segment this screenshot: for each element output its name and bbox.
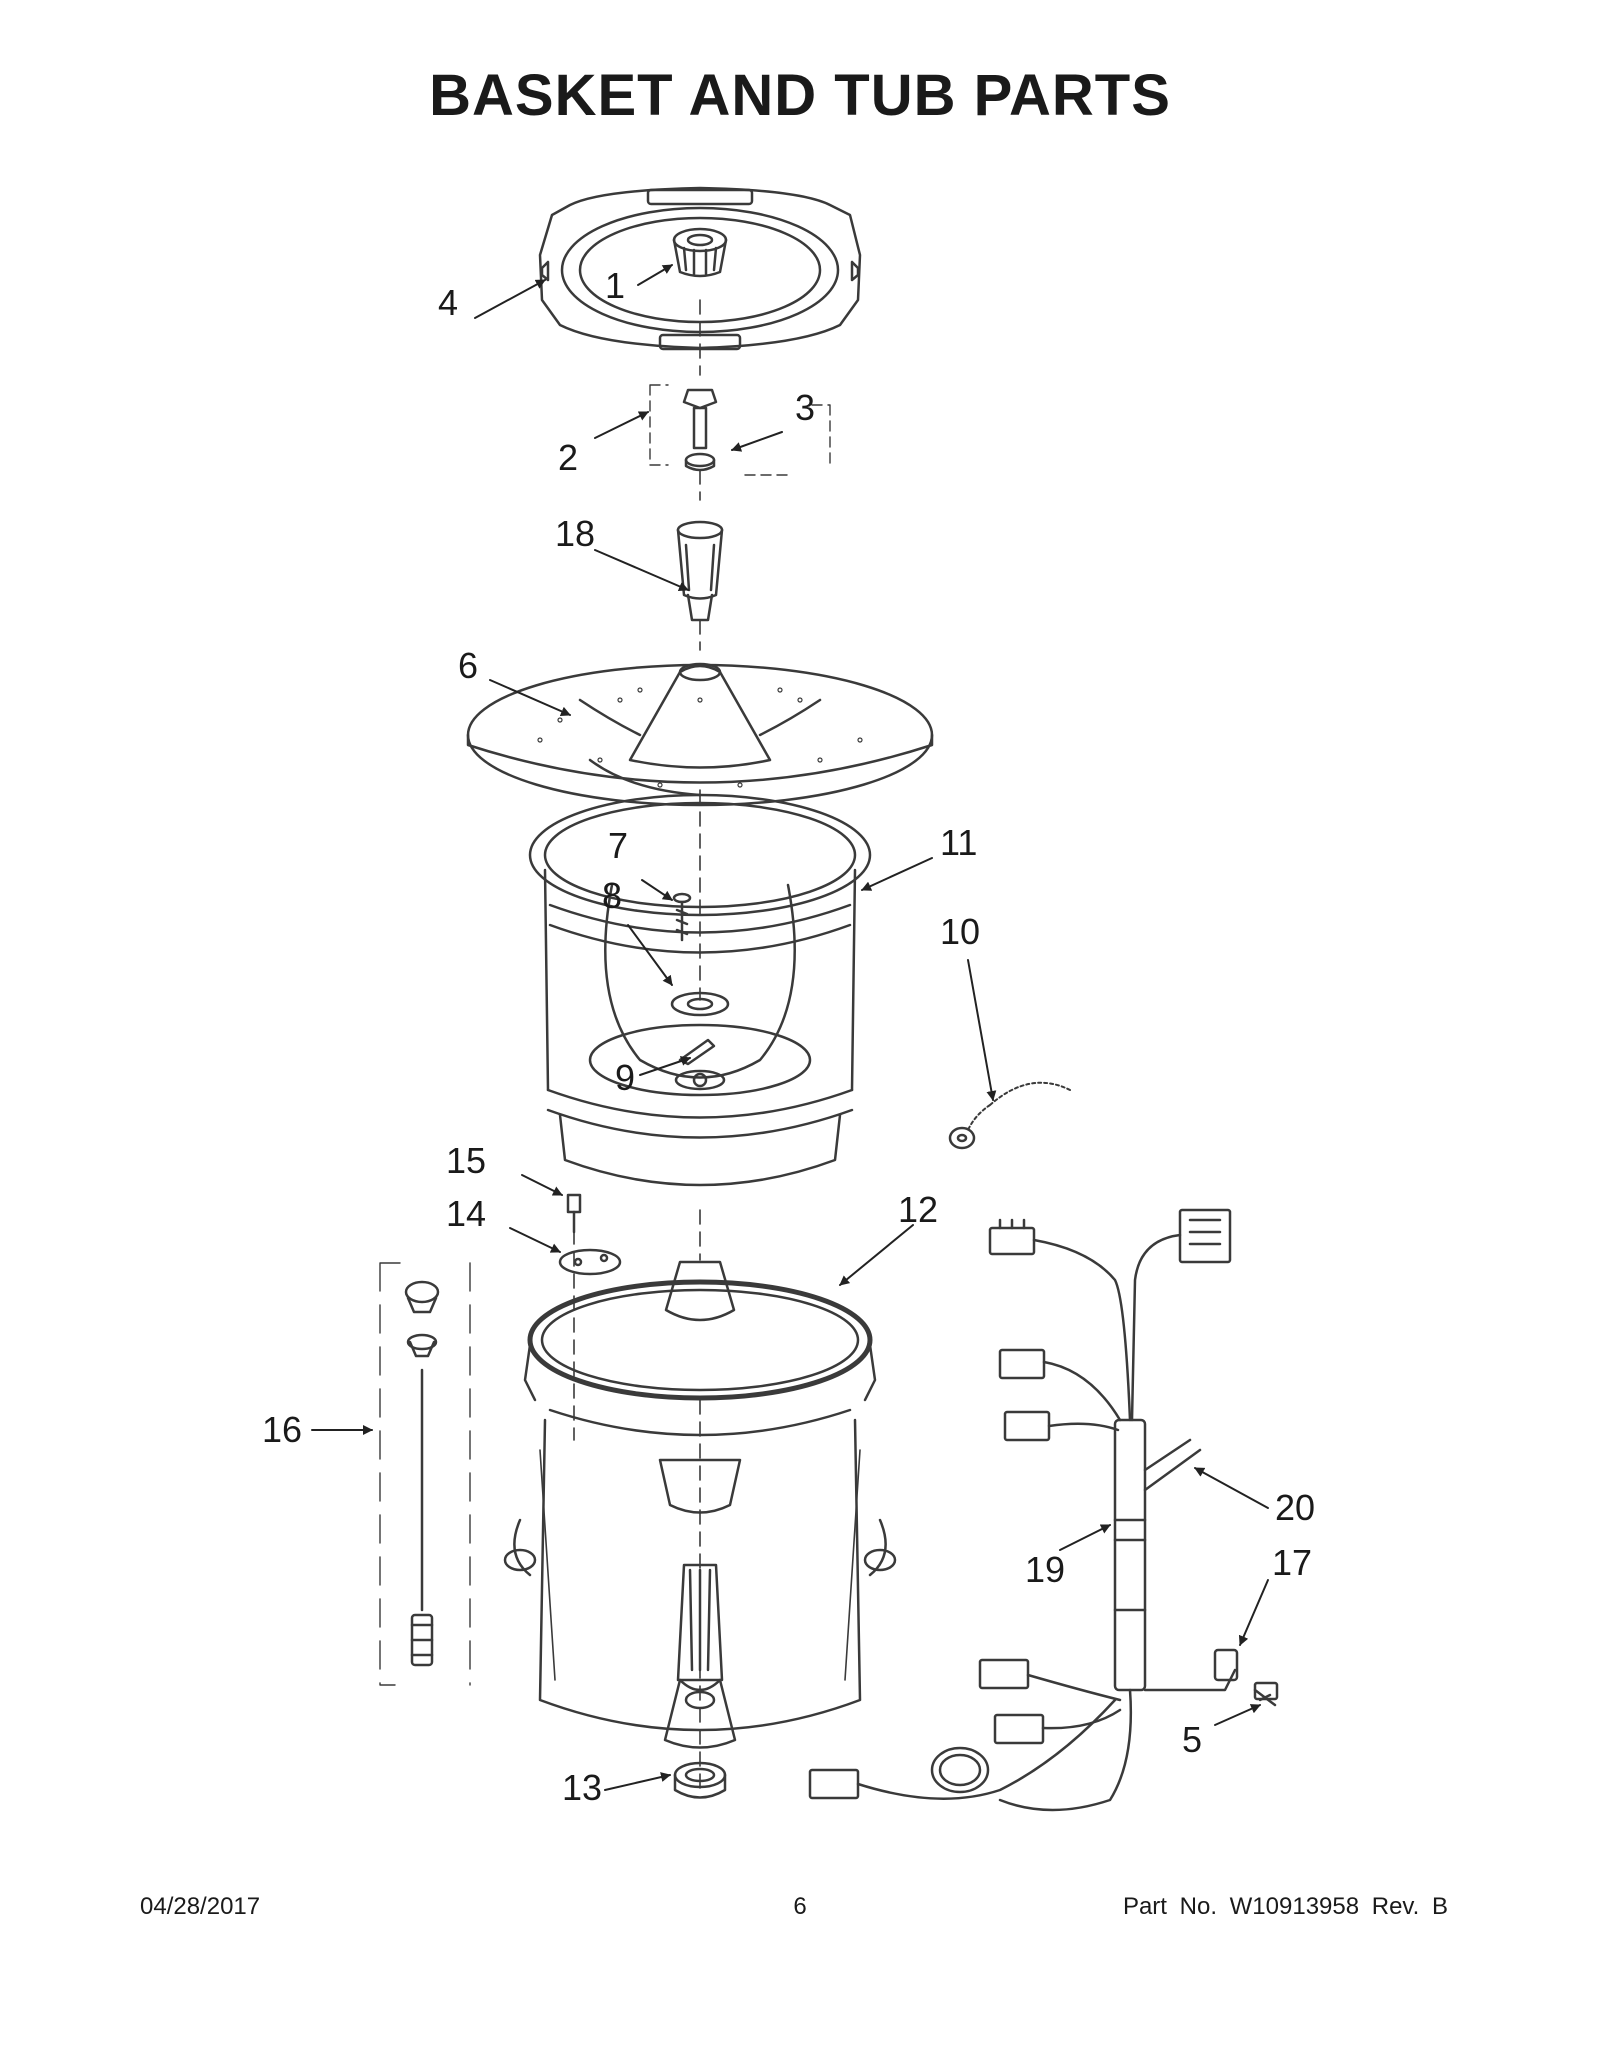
dispenser-part [672,227,728,278]
footer-page-number: 6 [793,1893,807,1920]
callout-labels: 1 2 3 4 5 6 7 8 9 10 11 12 13 14 15 16 1… [262,265,1315,1808]
callout-8: 8 [602,875,622,916]
callout-4: 4 [438,282,458,323]
footer-part-number: Part No. W10913958 Rev. B [1122,1893,1448,1920]
callout-1: 1 [605,265,625,306]
callout-19: 19 [1025,1549,1065,1590]
callout-13: 13 [562,1767,602,1808]
callout-20: 20 [1275,1487,1315,1528]
impeller-part [466,662,934,807]
cord-part [948,1081,1071,1150]
callout-7: 7 [608,825,628,866]
callout-11: 11 [940,822,977,863]
footer-date: 04/28/2017 [140,1893,261,1920]
callout-16: 16 [262,1409,302,1450]
suspension-rod-part [379,1262,471,1686]
pin-part [566,1193,582,1234]
agitator-cap-part [676,520,724,622]
page-title: BASKET AND TUB PARTS [429,63,1171,128]
callout-14: 14 [446,1193,486,1234]
callout-10: 10 [940,911,980,952]
bolt-washer-part [649,384,831,476]
callout-9: 9 [615,1057,635,1098]
seal-part [673,1761,727,1799]
callout-3: 3 [795,387,815,428]
wash-basket-part [528,793,872,1187]
callout-15: 15 [446,1140,486,1181]
tub-ring-part [538,186,862,351]
callout-5: 5 [1182,1719,1202,1760]
screw-part [672,892,692,942]
plate-part [558,1248,622,1276]
callout-arrows [311,264,1269,1791]
callout-17: 17 [1272,1542,1312,1583]
outer-tub-part [503,1260,897,1749]
hub-part [670,991,730,1017]
callout-2: 2 [558,437,578,478]
callout-12: 12 [898,1189,938,1230]
callout-18: 18 [555,513,595,554]
callout-6: 6 [458,645,478,686]
wire-harness-part [808,1208,1279,1812]
